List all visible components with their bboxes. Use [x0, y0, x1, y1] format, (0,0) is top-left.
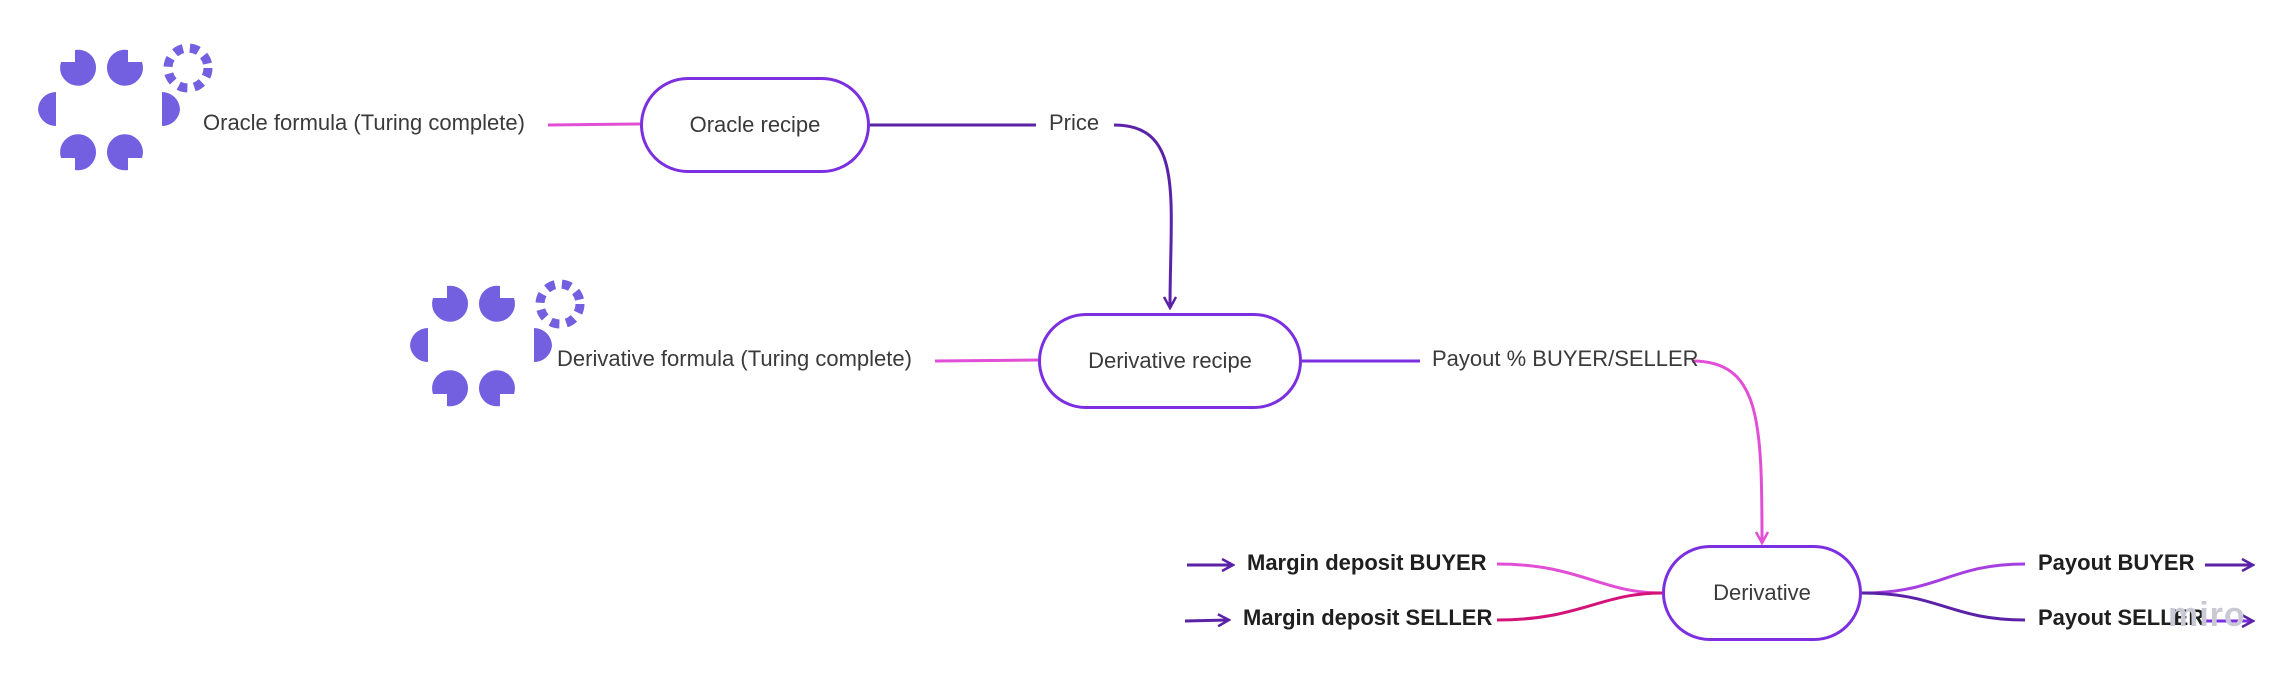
- arrow-margin-seller: [1184, 620, 1229, 621]
- margin-deposit-seller-label: Margin deposit SELLER: [1243, 605, 1493, 630]
- connector-margin-seller: [1496, 591, 1663, 622]
- connector-oracle-formula: [547, 122, 641, 127]
- miro-watermark: miro: [2168, 596, 2246, 634]
- oracle-formula-label: Oracle formula (Turing complete): [203, 110, 525, 135]
- oracle-recipe-node[interactable]: Oracle recipe: [640, 77, 870, 173]
- payout-seller-label: Payout SELLER: [2038, 605, 2205, 630]
- price-label: Price: [1049, 110, 1100, 135]
- connector-payout-derivative: [1691, 359, 1762, 543]
- connector-payout-seller: [1861, 591, 2026, 622]
- dfinity-style-logo-icon: [38, 43, 213, 171]
- derivative-node[interactable]: Derivative: [1662, 545, 1862, 641]
- derivative-formula-label: Derivative formula (Turing complete): [557, 346, 912, 371]
- connector-payout-buyer: [1861, 562, 2026, 595]
- connector-margin-buyer: [1496, 562, 1663, 595]
- dfinity-style-logo-icon: [410, 279, 585, 407]
- margin-deposit-buyer-label: Margin deposit BUYER: [1247, 550, 1487, 575]
- derivative-recipe-node[interactable]: Derivative recipe: [1038, 313, 1302, 409]
- connector-derivative-formula: [934, 358, 1039, 363]
- payout-percent-label: Payout % BUYER/SELLER: [1432, 346, 1699, 371]
- connector-price-derivative-recipe: [1113, 123, 1171, 308]
- payout-buyer-label: Payout BUYER: [2038, 550, 2195, 575]
